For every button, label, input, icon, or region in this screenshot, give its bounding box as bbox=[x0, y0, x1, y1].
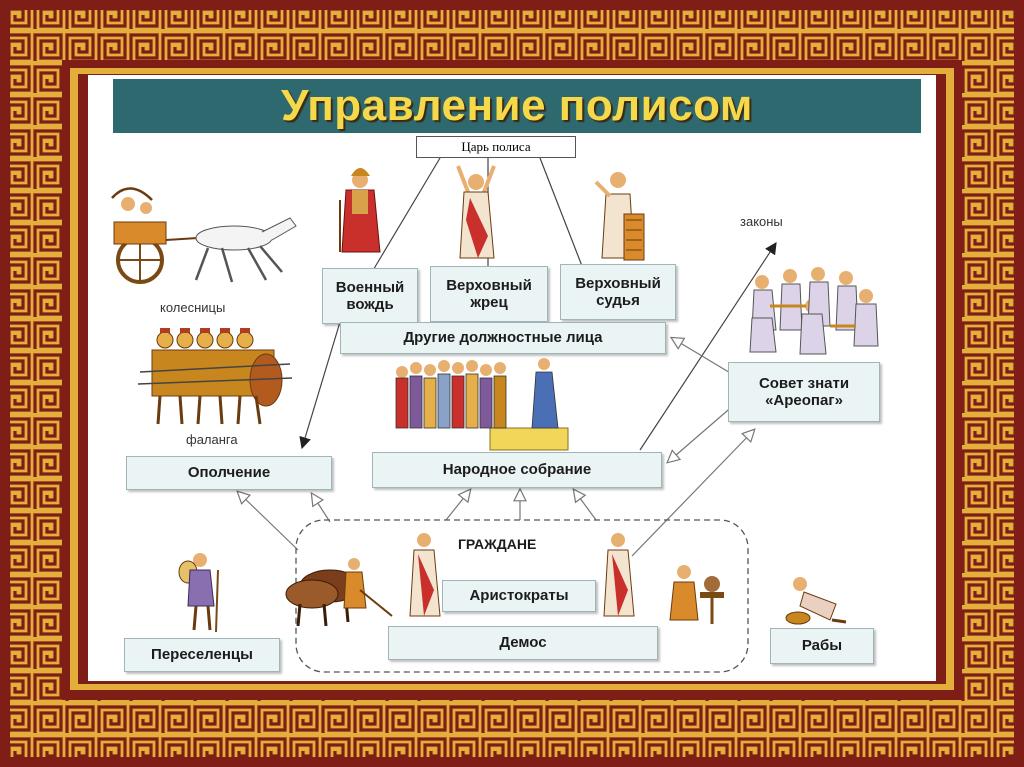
chariot-icon bbox=[111, 187, 297, 284]
judge-icon bbox=[594, 172, 645, 261]
assembly-box: Народное собрание bbox=[372, 452, 662, 488]
council-box: Совет знати «Ареопаг» bbox=[728, 362, 880, 422]
aristocrats-box: Аристократы bbox=[442, 580, 596, 612]
citizens-label: ГРАЖДАНЕ bbox=[458, 536, 537, 552]
settlers-box: Переселенцы bbox=[124, 638, 280, 672]
arrow-citizens-assembly-3 bbox=[574, 490, 597, 521]
arrow-citizens-militia-2 bbox=[312, 494, 331, 523]
warrior-icon bbox=[339, 168, 381, 253]
priest-icon bbox=[456, 165, 496, 259]
arrow-leader-militia bbox=[299, 321, 341, 450]
council-icon bbox=[749, 267, 879, 355]
aristocrat-icon bbox=[409, 533, 635, 617]
slave-icon bbox=[785, 577, 847, 625]
title-bar bbox=[113, 79, 921, 133]
settler-icon bbox=[178, 553, 219, 633]
ox-plough-icon bbox=[285, 558, 393, 627]
high-judge-box: Верховный судья bbox=[560, 264, 676, 320]
king-link-military bbox=[371, 157, 441, 273]
other-officials-box: Другие должностные лица bbox=[340, 322, 666, 354]
arrow-aristocrats-council bbox=[631, 430, 754, 557]
king-box: Царь полиса bbox=[416, 136, 576, 158]
arrow-citizens-militia-1 bbox=[238, 492, 299, 551]
demos-box: Демос bbox=[388, 626, 658, 660]
militia-box: Ополчение bbox=[126, 456, 332, 490]
phalanx-label: фаланга bbox=[186, 432, 238, 447]
arrow-assembly-laws bbox=[639, 241, 777, 451]
high-priest-box: Верховный жрец bbox=[430, 266, 548, 322]
military-leader-box: Военный вождь bbox=[322, 268, 418, 324]
slaves-box: Рабы bbox=[770, 628, 874, 664]
assembly-icon bbox=[395, 358, 569, 451]
arrow-citizens-assembly-1 bbox=[445, 490, 470, 521]
phalanx-icon bbox=[137, 328, 293, 425]
chariots-label: колесницы bbox=[160, 300, 226, 315]
laws-label: законы bbox=[740, 214, 783, 229]
slide-title: Управление полисом bbox=[281, 81, 753, 130]
king-link-judge bbox=[539, 157, 583, 267]
craftsman-icon bbox=[669, 565, 724, 624]
